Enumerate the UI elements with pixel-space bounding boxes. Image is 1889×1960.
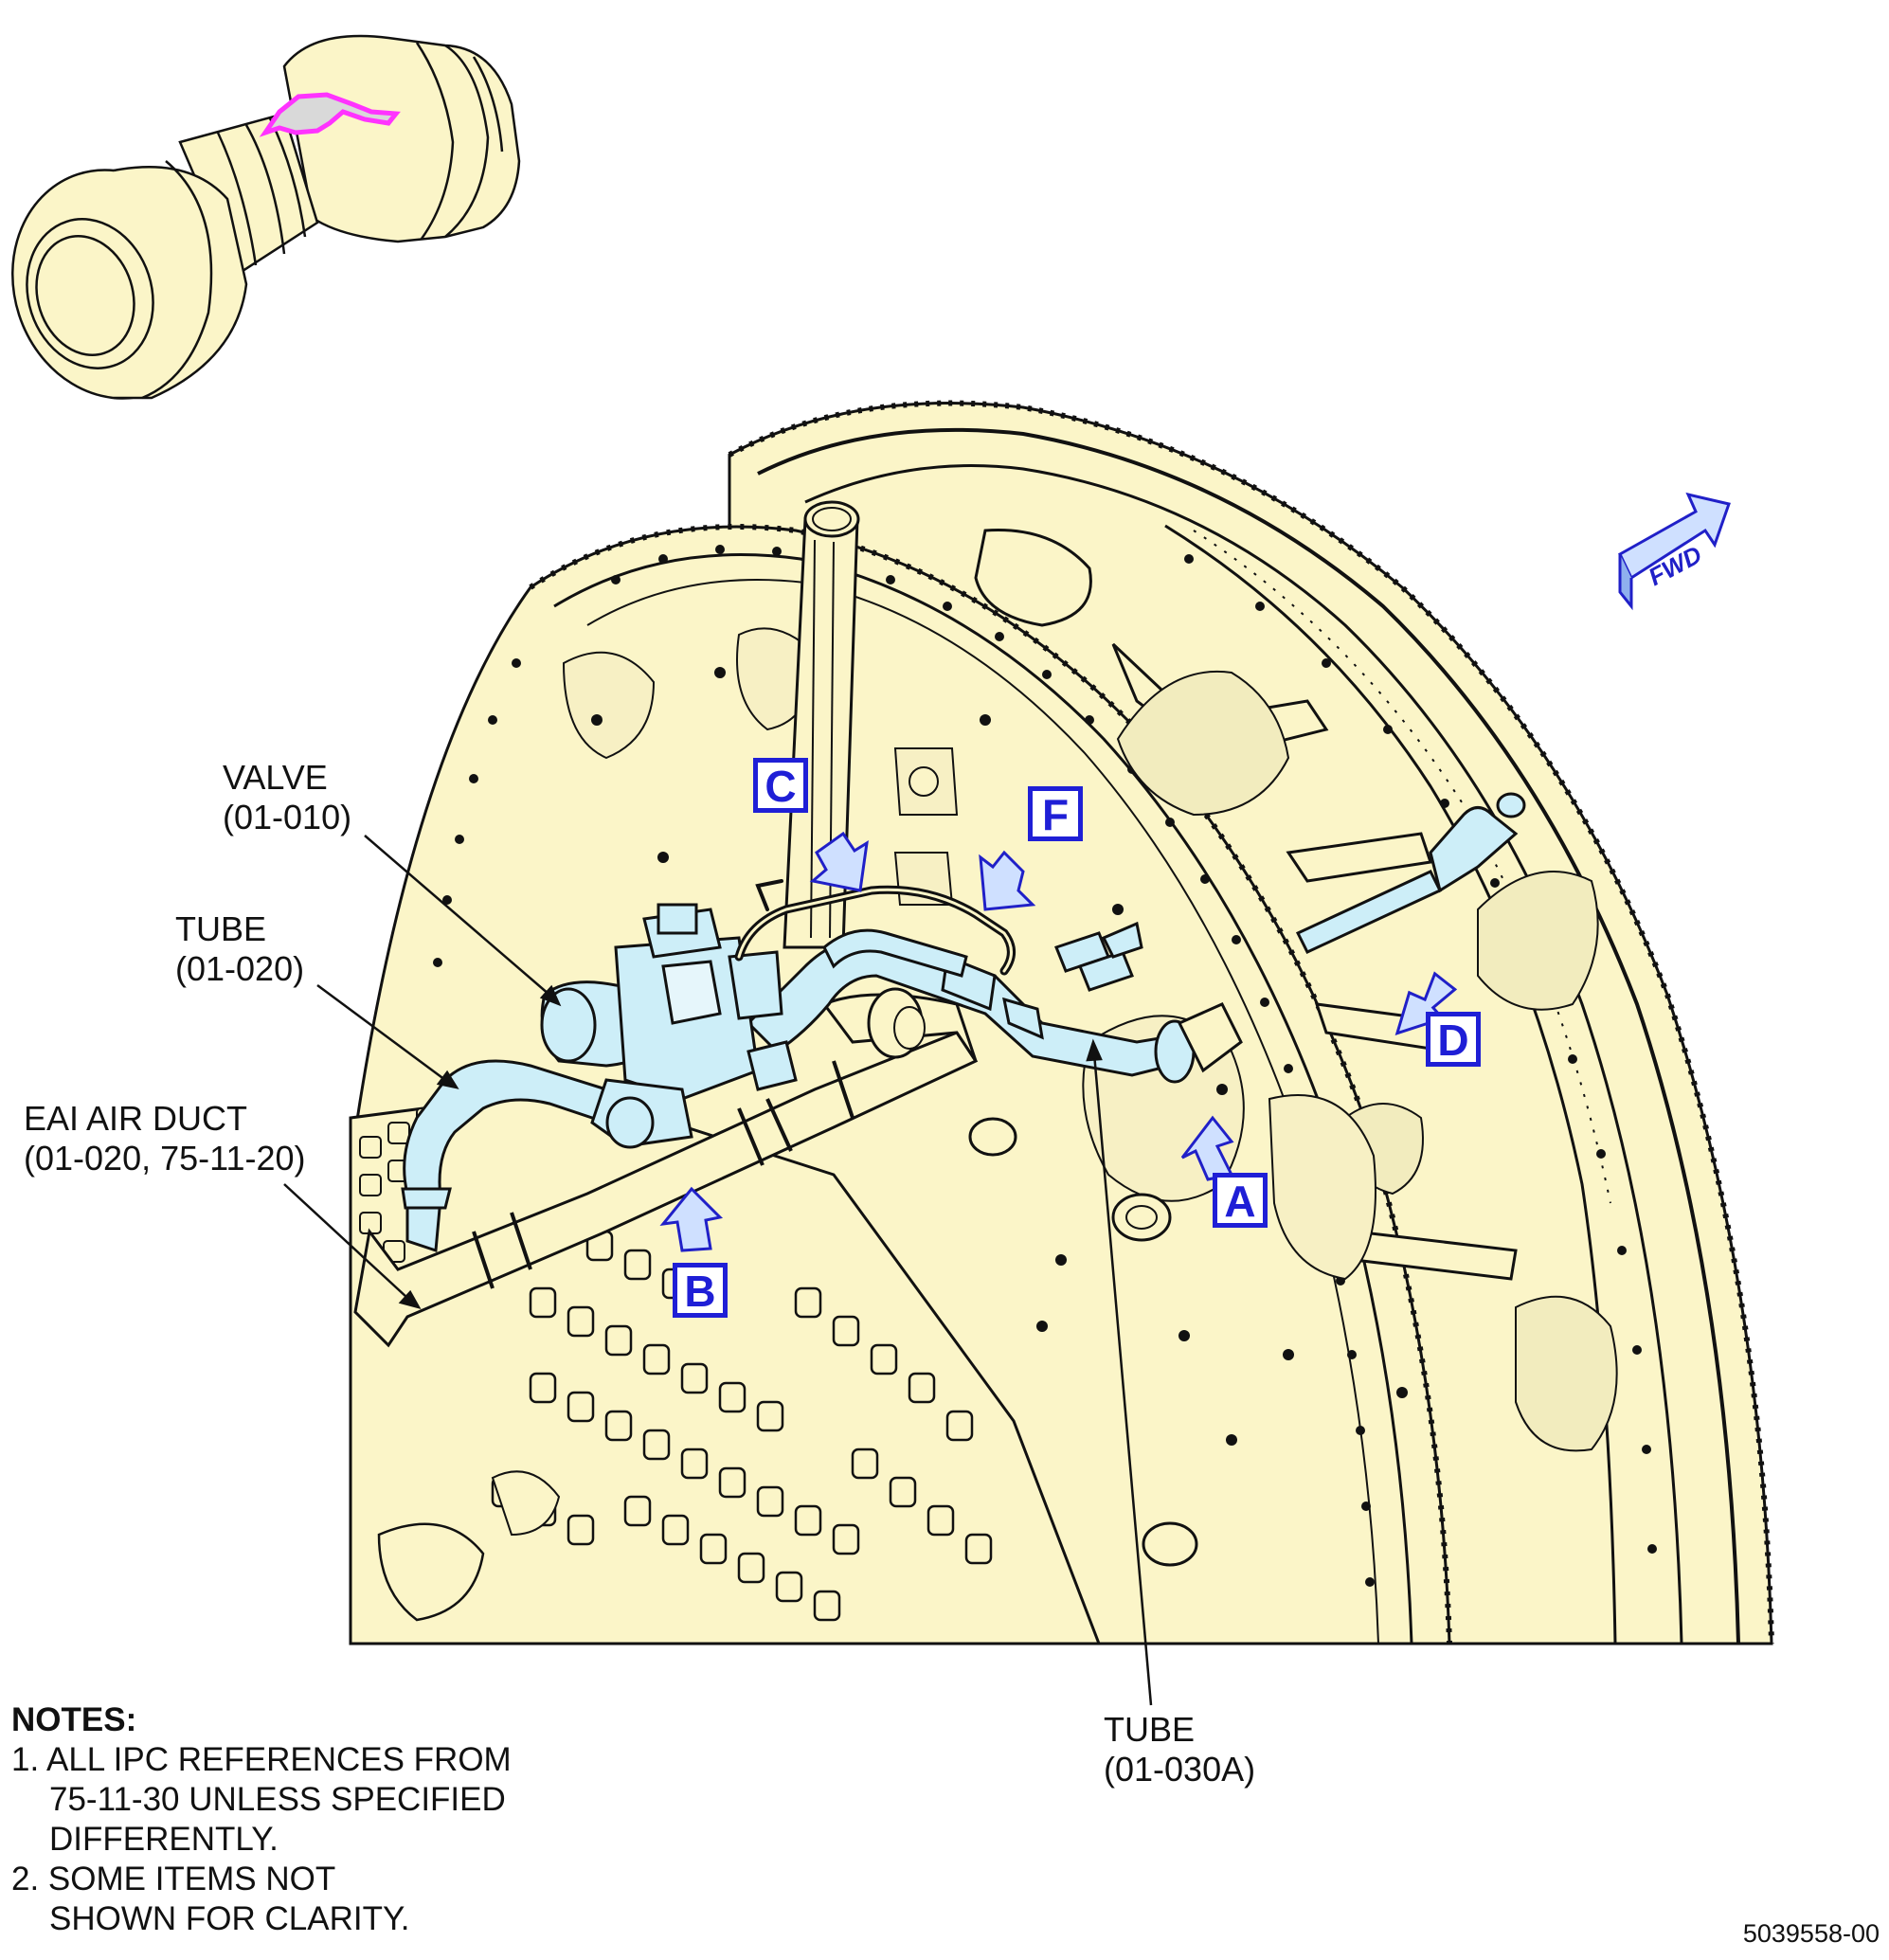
arrow-c: [809, 831, 869, 892]
connector-fitting: [1054, 921, 1143, 992]
callout-tube-020-name: TUBE: [175, 909, 267, 948]
callout-eai-duct: EAI AIR DUCT (01-020, 75-11-20): [24, 1099, 306, 1178]
figure-number: 5039558-00: [1742, 1919, 1880, 1948]
note-1-line-2: 75-11-30 UNLESS SPECIFIED: [49, 1781, 506, 1818]
harness-cable: [734, 879, 1016, 976]
fwd-arrow: FWD: [1618, 492, 1731, 611]
callout-tube-030a-name: TUBE: [1104, 1710, 1196, 1749]
note-2-line-2: SHOWN FOR CLARITY.: [49, 1900, 410, 1937]
view-marker-a: A: [1213, 1173, 1268, 1228]
engine-case-view: [349, 400, 1774, 1645]
callout-valve: VALVE (01-010): [223, 758, 351, 837]
tube-01-020: [403, 1059, 608, 1253]
view-marker-d: D: [1426, 1012, 1481, 1067]
valve-01-010: [540, 903, 798, 1149]
callout-valve-name: VALVE: [223, 758, 328, 797]
view-marker-f: F: [1028, 786, 1083, 841]
view-arrows: [659, 831, 1458, 1252]
view-marker-c: C: [753, 758, 808, 813]
callout-tube-020: TUBE (01-020): [175, 909, 304, 989]
arrow-b: [659, 1186, 724, 1252]
note-2-line-1: 2. SOME ITEMS NOT: [11, 1861, 336, 1897]
callout-tube-030a: TUBE (01-030A): [1104, 1710, 1255, 1789]
notes-heading: NOTES:: [11, 1701, 137, 1738]
callout-tube-030a-ref: (01-030A): [1104, 1750, 1256, 1789]
leader-lines: [283, 835, 1153, 1706]
callout-eai-duct-name: EAI AIR DUCT: [24, 1099, 248, 1138]
note-1-line-1: 1. ALL IPC REFERENCES FROM: [11, 1741, 512, 1778]
view-marker-b: B: [673, 1263, 728, 1318]
highlighted-tubes: [401, 792, 1526, 1253]
callout-valve-ref: (01-010): [223, 798, 352, 836]
arrow-f: [979, 850, 1036, 911]
callout-tube-020-ref: (01-020): [175, 949, 305, 988]
callout-eai-duct-ref: (01-020, 75-11-20): [24, 1139, 306, 1178]
note-1-line-3: DIFFERENTLY.: [49, 1821, 279, 1858]
notes-block: NOTES: 1. ALL IPC REFERENCES FROM 75-11-…: [11, 1700, 512, 1939]
engine-locator-inset: [11, 34, 521, 400]
